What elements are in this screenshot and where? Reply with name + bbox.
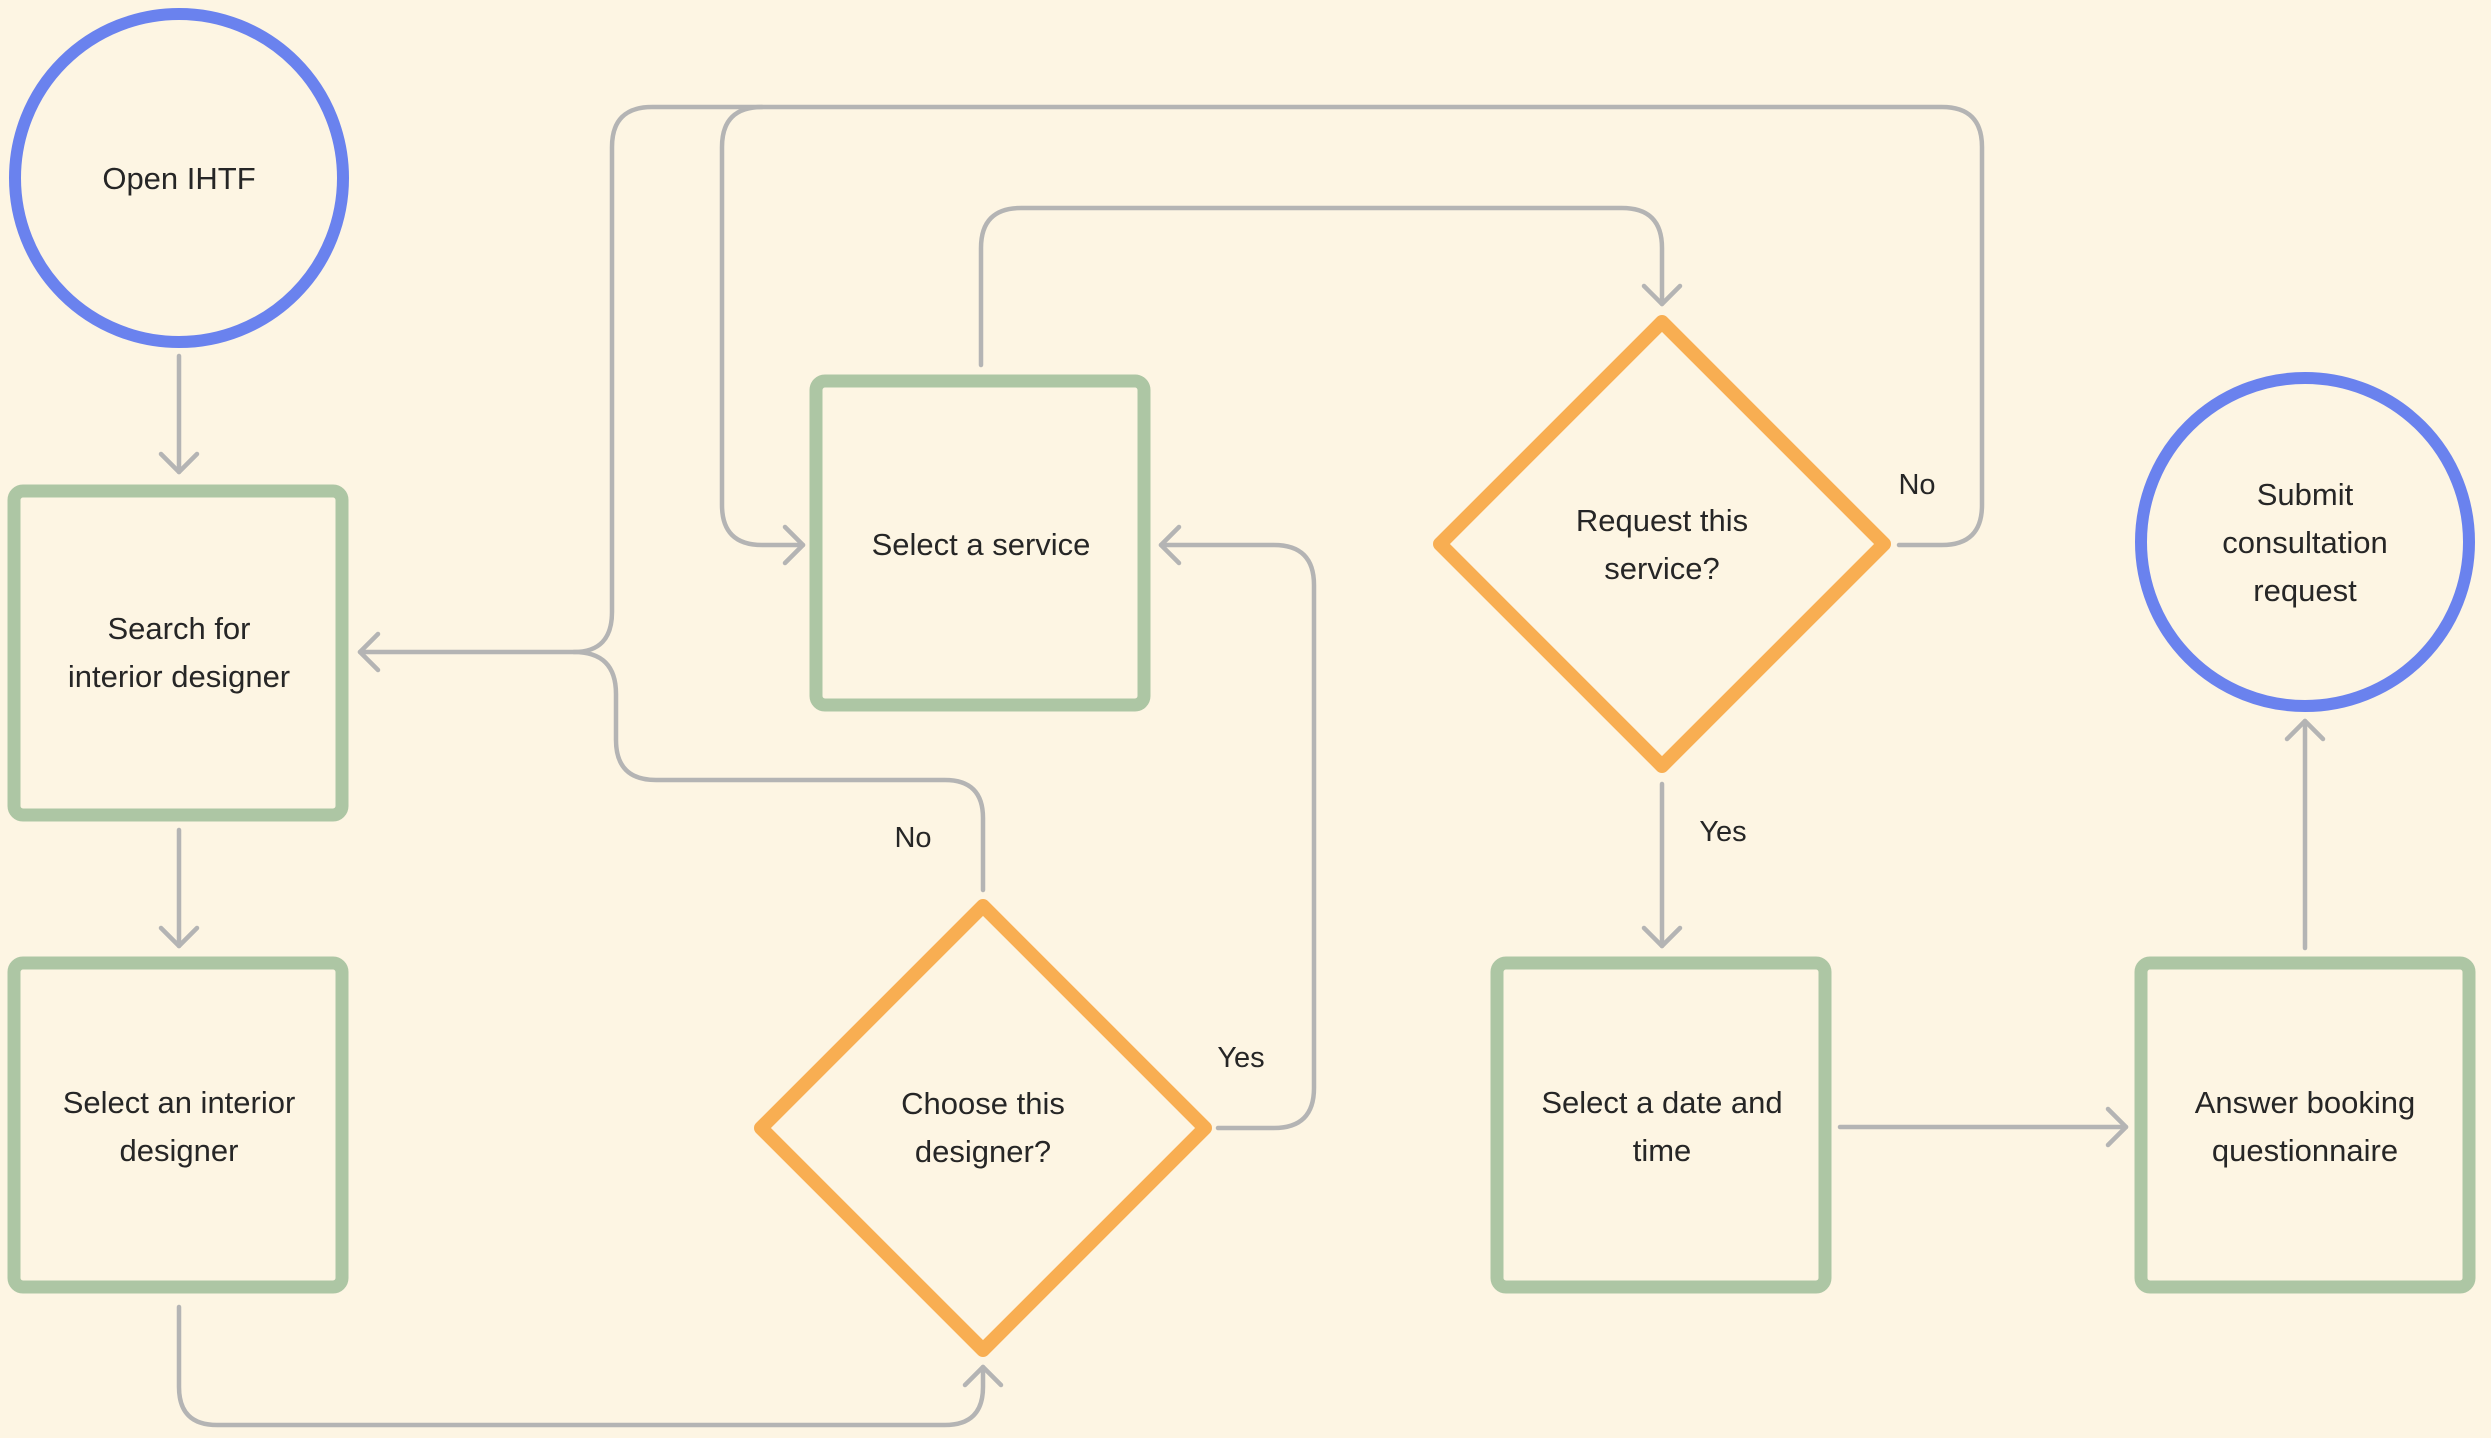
node-answer-questionnaire[interactable]: Answer booking questionnaire: [2134, 956, 2476, 1294]
edge-loop-to-service: [719, 104, 806, 548]
edge-choose-no-to-search: [357, 649, 986, 893]
arrowhead-datetime-top: [1641, 925, 1683, 949]
choose-yes-label: Yes: [1217, 1042, 1264, 1074]
process-box: [7, 956, 349, 1294]
node-label-line-1: Answer booking: [2195, 1085, 2416, 1120]
arrowhead-service-left: [782, 524, 806, 566]
node-label-line-1: Select an interior: [63, 1085, 296, 1120]
node-label-line-2: consultation: [2222, 525, 2387, 560]
node-label-line-3: request: [2253, 573, 2357, 608]
node-label-line-1: Select a date and: [1541, 1085, 1782, 1120]
decision-diamond: [754, 899, 1212, 1357]
node-search-designer[interactable]: Search for interior designer: [7, 484, 349, 822]
process-box: [1490, 956, 1832, 1294]
edge-select-designer-to-choose: [176, 1304, 986, 1428]
process-box: [809, 374, 1151, 712]
node-label-line-1: Request this: [1576, 503, 1748, 538]
node-label-line-2: time: [1633, 1133, 1692, 1168]
node-submit-request[interactable]: Submit consultation request: [2135, 372, 2475, 712]
arrowhead-questionnaire-left: [2105, 1106, 2129, 1148]
node-label: Open IHTF: [102, 161, 255, 196]
node-label-line-2: interior designer: [68, 659, 290, 694]
node-label-line-2: service?: [1604, 551, 1719, 586]
terminal-circle: [2135, 372, 2475, 712]
node-open-ihtf[interactable]: Open IHTF: [9, 8, 349, 348]
arrowhead-choose-bottom: [962, 1364, 1004, 1388]
arrowhead-search-right: [357, 631, 381, 673]
node-select-designer[interactable]: Select an interior designer: [7, 956, 349, 1294]
process-box: [7, 484, 349, 822]
edge-request-no-to-search: [571, 104, 1985, 655]
edge-service-to-request: [978, 205, 1665, 368]
connectors: [158, 104, 2326, 1428]
arrowhead-select-designer-top: [158, 925, 200, 949]
arrowhead-submit-bottom: [2284, 718, 2326, 742]
terminal-circle: [9, 8, 349, 348]
decision-diamond: [1433, 315, 1891, 773]
node-label-line-1: Submit: [2257, 477, 2354, 512]
node-request-service[interactable]: Request this service?: [1433, 315, 1891, 773]
edge-choose-yes-to-service: [1158, 542, 1317, 1131]
request-yes-label: Yes: [1699, 816, 1746, 848]
node-label: Select a service: [872, 527, 1091, 562]
request-no-label: No: [1898, 469, 1935, 501]
process-box: [2134, 956, 2476, 1294]
node-label-line-2: designer: [120, 1133, 239, 1168]
arrowhead-request-top: [1641, 283, 1683, 307]
edge-labels: No Yes No Yes: [894, 469, 1935, 1074]
node-label-line-1: Choose this: [901, 1086, 1065, 1121]
node-label-line-2: designer?: [915, 1134, 1051, 1169]
node-label-line-1: Search for: [107, 611, 250, 646]
choose-no-label: No: [894, 822, 931, 854]
node-select-datetime[interactable]: Select a date and time: [1490, 956, 1832, 1294]
arrowhead-search-top: [158, 451, 200, 475]
node-choose-designer[interactable]: Choose this designer?: [754, 899, 1212, 1357]
node-select-service[interactable]: Select a service: [809, 374, 1151, 712]
node-label-line-2: questionnaire: [2212, 1133, 2398, 1168]
arrowhead-service-right: [1158, 524, 1182, 566]
